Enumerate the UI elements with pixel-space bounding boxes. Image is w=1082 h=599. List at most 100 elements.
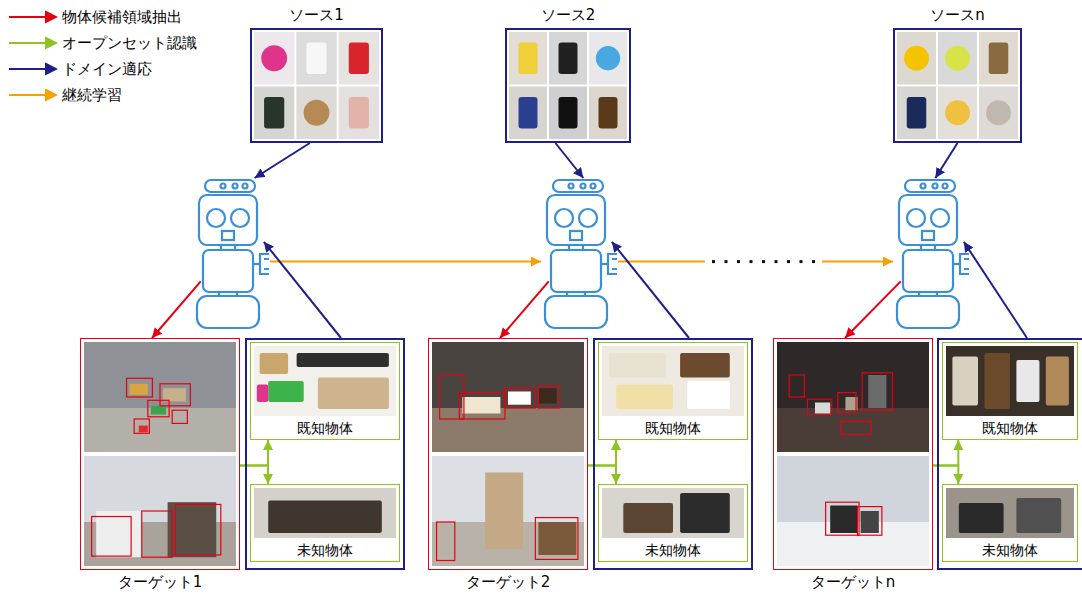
object-shape — [952, 357, 978, 406]
robot-part — [231, 209, 249, 227]
proposal-box — [172, 410, 187, 423]
ellipsis-dot — [725, 260, 728, 263]
object-shape — [559, 97, 578, 129]
node-label: 既知物体 — [294, 420, 356, 437]
object-photo — [938, 32, 977, 85]
proposal-box — [862, 373, 892, 410]
robot-part — [933, 184, 938, 189]
object-shape — [349, 97, 369, 129]
object-shape — [907, 97, 927, 129]
adaptation-box: 既知物体未知物体 — [593, 338, 753, 570]
object-shape — [623, 503, 673, 533]
ellipsis-dot — [712, 260, 715, 263]
object-photo — [254, 488, 396, 538]
robot-part — [260, 254, 269, 274]
legend-item: オープンセット認識 — [8, 34, 197, 52]
proposal-box — [838, 393, 856, 413]
robot-figure — [541, 178, 618, 330]
scene-object — [538, 388, 556, 403]
scene-object — [130, 384, 148, 395]
robot-part — [555, 209, 573, 227]
object-shape — [680, 353, 730, 378]
proposal-box — [538, 386, 559, 408]
robot-part — [553, 180, 603, 192]
proposal-box — [437, 522, 455, 561]
robot-figure — [193, 178, 270, 330]
scene-object — [462, 397, 500, 414]
scene-photo — [777, 342, 929, 452]
object-shape — [616, 385, 673, 410]
object-class-box: 未知物体 — [598, 484, 748, 562]
scene-floor — [432, 408, 584, 452]
scene-photo — [84, 456, 236, 566]
scene-object — [538, 522, 576, 555]
scene-floor — [777, 408, 929, 452]
proposal-box — [148, 400, 169, 417]
object-shape — [596, 46, 620, 70]
object-photo — [296, 87, 336, 140]
proposal-box — [459, 393, 505, 419]
object-photo — [254, 346, 396, 416]
object-class-photos — [254, 346, 396, 538]
robot-part — [233, 184, 238, 189]
ellipsis-dots — [712, 260, 815, 263]
object-shape — [318, 378, 389, 410]
robot-part — [581, 184, 586, 189]
object-photo — [339, 87, 379, 140]
scene-photo — [432, 456, 584, 566]
robot-node — [541, 178, 618, 330]
scene-floor — [84, 408, 236, 452]
proposal-box — [134, 419, 149, 433]
object-photo — [979, 32, 1018, 85]
arrow-connector — [555, 143, 583, 178]
ellipsis-dot — [787, 260, 790, 263]
node-label: ソースn — [895, 6, 1020, 24]
proposal-box — [535, 518, 578, 560]
scene-photo — [84, 342, 236, 452]
object-photo — [946, 346, 1074, 416]
arrow-connector — [964, 242, 1027, 338]
robot-part — [591, 184, 596, 189]
legend-swatch-frame — [8, 36, 58, 50]
proposal-box — [440, 375, 464, 419]
object-shape — [264, 97, 284, 129]
proposal-box — [175, 504, 221, 555]
arrow-connector — [618, 261, 893, 263]
object-shape — [984, 353, 1010, 409]
object-class-box: 既知物体 — [250, 342, 400, 440]
proposal-box — [789, 375, 804, 397]
object-photo — [938, 87, 977, 140]
legend-swatch — [9, 64, 56, 74]
object-photo — [589, 32, 627, 85]
object-shape — [261, 45, 287, 71]
scene-object — [868, 375, 886, 408]
scene-photo — [777, 456, 929, 566]
node-label: 既知物体 — [979, 420, 1041, 437]
target-image-box: ターゲット2 — [428, 338, 588, 570]
adaptation-box: 既知物体未知物体 — [937, 338, 1082, 570]
robot-part — [608, 254, 617, 274]
proposal-box — [127, 378, 153, 397]
object-shape — [559, 43, 578, 75]
robot-part — [931, 209, 949, 227]
ellipsis-dot — [762, 260, 765, 263]
legend-label: オープンセット認識 — [62, 34, 197, 52]
legend-swatch-frame — [8, 10, 58, 24]
robot-part — [551, 250, 601, 292]
object-shape — [1016, 360, 1039, 402]
source-photos — [897, 32, 1018, 139]
object-shape — [904, 46, 929, 71]
object-shape — [349, 43, 369, 75]
node-label: ソース2 — [507, 6, 629, 24]
robot-part — [922, 231, 934, 240]
robot-part — [903, 250, 953, 292]
object-shape — [306, 43, 326, 75]
robot-figure — [893, 178, 970, 330]
scene-object — [508, 392, 531, 405]
legend-label: 物体候補領域抽出 — [62, 8, 182, 26]
scene-object — [151, 406, 166, 415]
arrow-connector — [264, 242, 341, 338]
target-image-box: ターゲットn — [773, 338, 933, 570]
object-shape — [268, 501, 382, 534]
node-label: ターゲットn — [774, 573, 932, 591]
